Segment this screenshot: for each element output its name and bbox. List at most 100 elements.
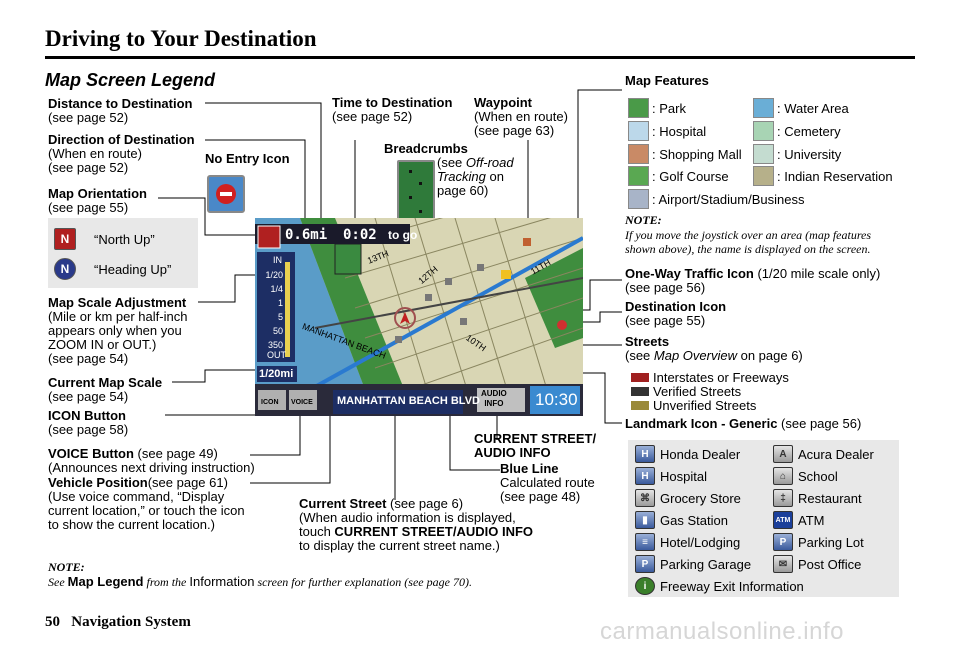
no-entry-label: No Entry Icon bbox=[205, 151, 290, 166]
honda-dealer-icon: H bbox=[635, 445, 655, 463]
reservation-swatch bbox=[753, 166, 774, 186]
destination-icon bbox=[557, 320, 567, 330]
screen-street-name: MANHATTAN BEACH BLVD bbox=[337, 395, 480, 407]
post-office-icon: ✉ bbox=[773, 555, 793, 573]
freeway-exit-icon: i bbox=[635, 577, 655, 595]
atm-icon: ATM bbox=[773, 511, 793, 529]
breadcrumbs-label: Breadcrumbs bbox=[384, 141, 468, 156]
current-street-label: Current Street (see page 6) (When audio … bbox=[299, 496, 534, 553]
destination-icon-label: Destination Icon(see page 55) bbox=[625, 299, 727, 328]
park-swatch bbox=[628, 98, 649, 118]
street-type-interstate: Interstates or Freeways bbox=[631, 371, 789, 384]
restaurant-icon: ‡ bbox=[773, 489, 793, 507]
landmark-gas-station: ▮Gas Station bbox=[635, 511, 728, 529]
no-entry-icon bbox=[207, 175, 245, 213]
page-footer: 50 Navigation System bbox=[45, 614, 191, 631]
screen-distance: 0.6mi bbox=[285, 227, 328, 243]
landmark-restaurant: ‡Restaurant bbox=[773, 489, 862, 507]
cemetery-swatch bbox=[753, 121, 774, 141]
streets-label: Streets (see Map Overview on page 6) bbox=[625, 334, 803, 363]
orientation-label: Map Orientation(see page 55) bbox=[48, 186, 147, 215]
landmark-label: Landmark Icon - Generic (see page 56) bbox=[625, 416, 862, 431]
map-features-label: Map Features bbox=[625, 73, 709, 88]
university-swatch bbox=[753, 144, 774, 164]
screen-current-scale: 1/20mi bbox=[259, 368, 294, 380]
water-swatch bbox=[753, 98, 774, 118]
grocery-store-icon: ⌘ bbox=[635, 489, 655, 507]
feature-indian-reservation: : Indian Reservation bbox=[753, 166, 893, 186]
feature-golf-course: : Golf Course bbox=[628, 166, 729, 186]
map-canvas bbox=[255, 218, 583, 416]
watermark: carmanualsonline.info bbox=[600, 618, 844, 645]
current-street-audio-label: CURRENT STREET/AUDIO INFO bbox=[474, 431, 597, 460]
feature-water: : Water Area bbox=[753, 98, 849, 118]
waypoint-label: Waypoint(When en route)(see page 63) bbox=[474, 95, 568, 138]
screen-icon-button[interactable]: ICON bbox=[261, 399, 279, 406]
map-orientation-icon bbox=[257, 225, 281, 249]
screen-clock: 10:30 bbox=[535, 390, 578, 409]
map-note: NOTE: If you move the joystick over an a… bbox=[625, 213, 872, 256]
one-way-label: One-Way Traffic Icon (1/20 mile scale on… bbox=[625, 266, 881, 295]
current-scale-label: Current Map Scale(see page 54) bbox=[48, 375, 163, 404]
screen-time: 0:02 bbox=[343, 227, 377, 243]
landmark-grocery-store: ⌘Grocery Store bbox=[635, 489, 741, 507]
route-blue-line bbox=[294, 236, 583, 400]
parking-lot-icon: P bbox=[773, 533, 793, 551]
landmark-post-office: ✉Post Office bbox=[773, 555, 861, 573]
waypoint-icon bbox=[523, 238, 531, 246]
scale-adjust-label: Map Scale Adjustment (Mile or km per hal… bbox=[48, 295, 188, 366]
hospital-icon: H bbox=[635, 467, 655, 485]
feature-shopping-mall: : Shopping Mall bbox=[628, 144, 742, 164]
landmark-school: ⌂School bbox=[773, 467, 838, 485]
parking-garage-icon: P bbox=[635, 555, 655, 573]
voice-button-label: VOICE Button (see page 49) (Announces ne… bbox=[48, 446, 255, 475]
orientation-box: N “North Up” N “Heading Up” bbox=[48, 218, 198, 288]
page-number: 50 bbox=[45, 614, 60, 630]
page-title: Driving to Your Destination bbox=[45, 26, 317, 51]
feature-university: : University bbox=[753, 144, 841, 164]
footer-text: Navigation System bbox=[71, 614, 191, 630]
bottom-note: NOTE: See Map Legend from the Informatio… bbox=[48, 560, 472, 589]
gas-station-icon: ▮ bbox=[635, 511, 655, 529]
street-type-verified: Verified Streets bbox=[631, 385, 741, 398]
north-up-icon: N bbox=[54, 228, 76, 250]
school-icon: ⌂ bbox=[773, 467, 793, 485]
feature-hospital: : Hospital bbox=[628, 121, 706, 141]
scale-out[interactable]: OUT bbox=[267, 350, 286, 360]
airport-swatch bbox=[628, 189, 649, 209]
street-type-unverified: Unverified Streets bbox=[631, 399, 756, 412]
acura-dealer-icon: A bbox=[773, 445, 793, 463]
heading-up-icon: N bbox=[54, 258, 76, 280]
feature-cemetery: : Cemetery bbox=[753, 121, 841, 141]
hospital-swatch bbox=[628, 121, 649, 141]
feature-airport: : Airport/Stadium/Business bbox=[628, 189, 804, 209]
street-types-legend: Interstates or Freeways Verified Streets… bbox=[631, 371, 891, 416]
screen-voice-button[interactable]: VOICE bbox=[291, 399, 313, 406]
vehicle-position-label: Vehicle Position(see page 61) (Use voice… bbox=[48, 475, 245, 532]
feature-park: : Park bbox=[628, 98, 686, 118]
vehicle-position-icon bbox=[394, 307, 416, 329]
time-label: Time to Destination(see page 52) bbox=[332, 95, 453, 124]
north-up-row: N “North Up” bbox=[54, 228, 155, 250]
landmark-hotel: ≡Hotel/Lodging bbox=[635, 533, 740, 551]
golf-swatch bbox=[628, 166, 649, 186]
section-heading: Map Screen Legend bbox=[45, 70, 216, 90]
scale-in[interactable]: IN bbox=[273, 255, 282, 265]
one-way-icon bbox=[501, 270, 511, 279]
breadcrumbs-ref: (see Off-road Tracking on page 60) bbox=[437, 155, 514, 198]
screen-to-go: to go bbox=[388, 228, 418, 242]
direction-label: Direction of Destination(When en route)(… bbox=[48, 132, 195, 175]
icon-button-label: ICON Button(see page 58) bbox=[48, 408, 129, 437]
title-rule bbox=[45, 56, 915, 59]
